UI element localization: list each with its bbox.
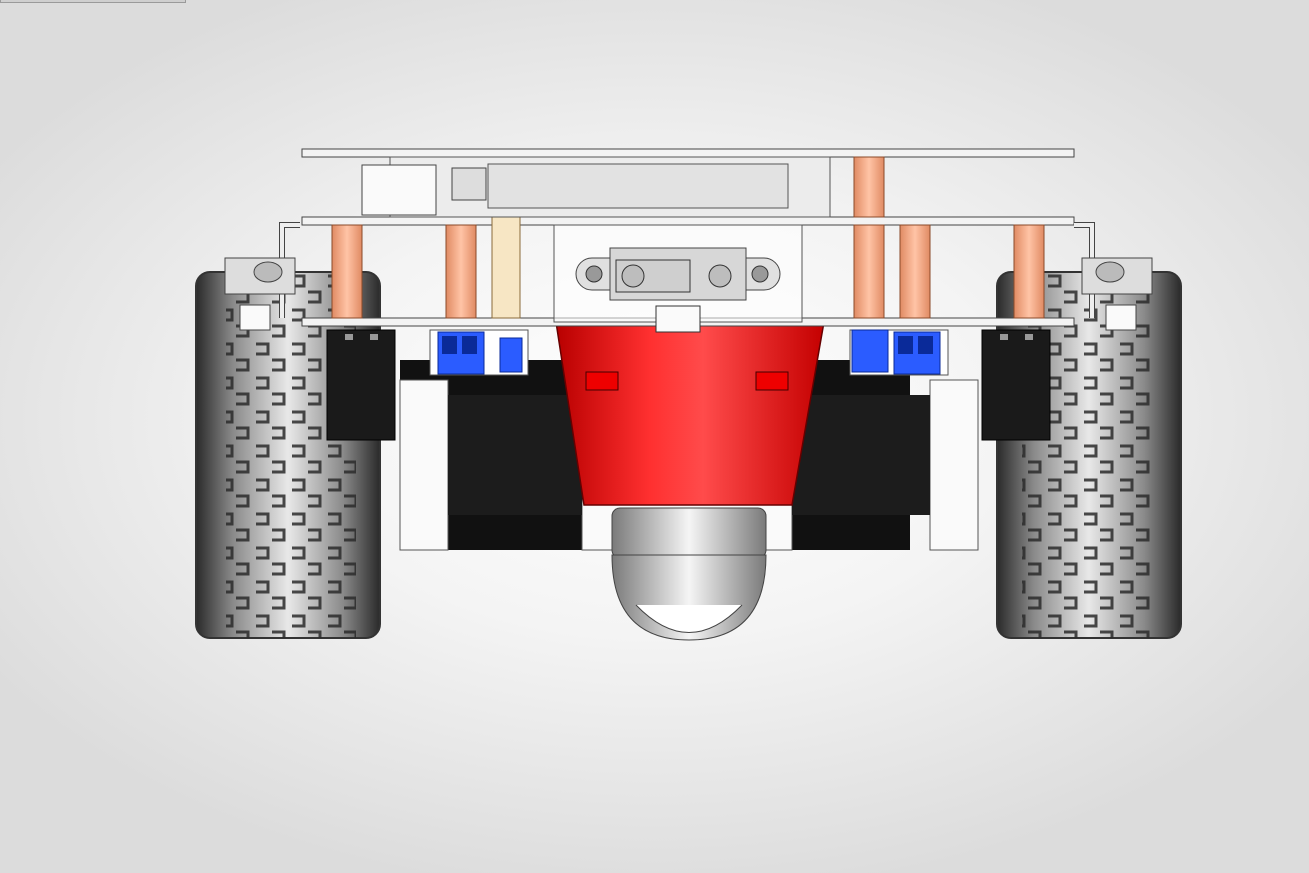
ultrasonic-sensor xyxy=(615,259,732,333)
right-connector xyxy=(849,329,949,376)
left-driver-module xyxy=(326,329,396,441)
caster-ball xyxy=(611,507,767,641)
right-bracket xyxy=(1074,222,1153,331)
standoff-light xyxy=(491,204,521,319)
middle-plate xyxy=(301,216,1075,226)
controller-board xyxy=(361,156,831,218)
left-connector xyxy=(429,329,529,376)
left-wheel xyxy=(195,271,381,639)
left-bracket xyxy=(224,222,300,331)
view-tab[interactable] xyxy=(0,0,186,3)
right-driver-module xyxy=(981,329,1051,441)
red-body-shell xyxy=(555,321,825,506)
top-plate xyxy=(301,148,1075,158)
right-wheel xyxy=(996,271,1182,639)
